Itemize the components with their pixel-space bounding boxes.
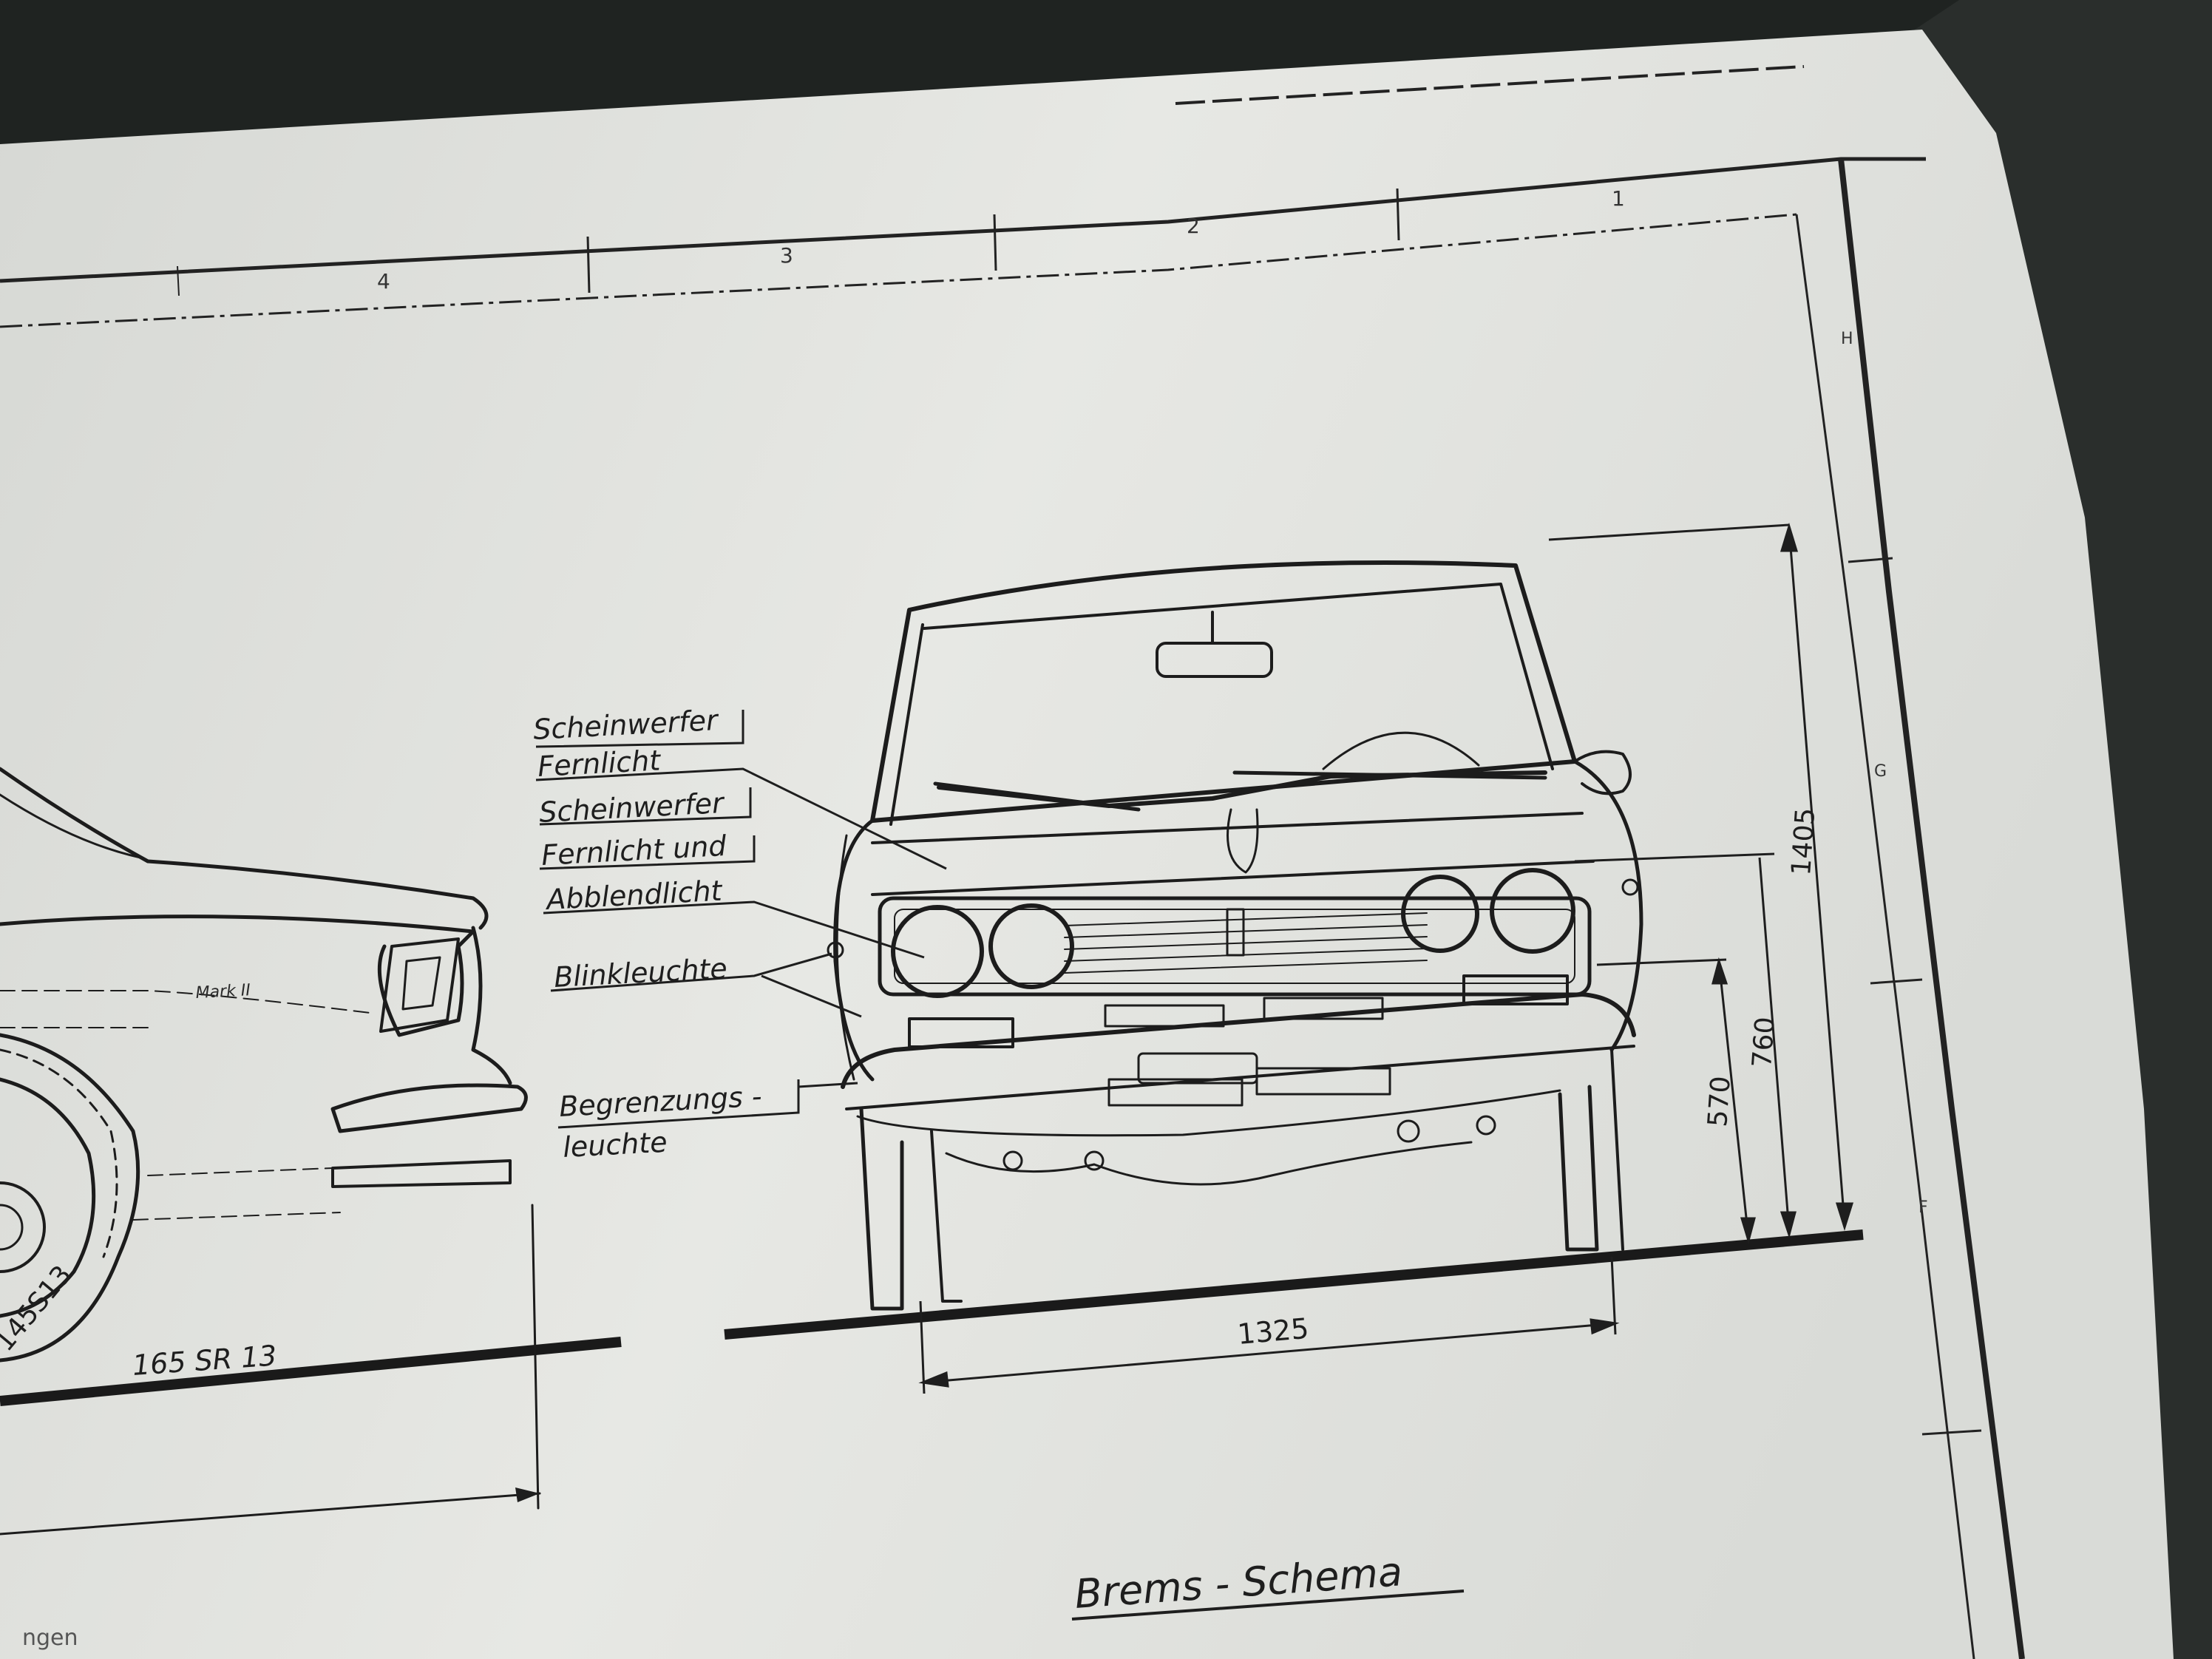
side-mark-h: H [1841,330,1853,348]
dim-headlight-height: 760 [1747,1016,1781,1068]
side-marker-lamp-left [908,1017,1014,1048]
callout-side-marker-line2: leuchte [562,1126,668,1164]
side-badge: Mark II [195,981,251,1002]
wiper-right [1232,770,1547,780]
headlight-outer-right [1490,868,1575,954]
headlight-inner-left [988,903,1074,989]
callout-high-beam: Scheinwerfer Fernlicht [532,704,720,783]
side-mirror [1573,750,1632,795]
car-side-view [0,767,541,1536]
zone-label-2: 2 [1187,214,1200,238]
track-dimension [918,1256,1620,1394]
section-title-underline [1071,1590,1465,1621]
side-mark-g: G [1874,762,1887,781]
ground-lines [0,1229,1864,1406]
callout-high-low-beam: Scheinwerfer Fernlicht und Abblendlicht [538,787,727,916]
car-front-view [827,560,1643,1311]
headlight-outer-left [891,905,984,998]
callout-high-beam-line2: Fernlicht [537,744,662,783]
side-marker-lamp-right [1462,974,1569,1005]
headlight-inner-right [1401,875,1479,953]
zone-label-4: 4 [377,269,390,294]
corner-fragment-text: ngen [22,1625,78,1651]
callout-leaders [535,710,947,1129]
zone-label-3: 3 [780,243,793,268]
dim-overall-height: 1405 [1786,807,1821,876]
side-mark-f: F [1918,1198,1928,1217]
dim-bumper-height: 570 [1703,1075,1737,1127]
dim-track-width: 1325 [1236,1312,1310,1351]
wiper-left [933,781,1141,812]
title-block-frame [0,65,2025,1659]
height-dimensions [1548,522,1854,1245]
side-headlight [379,937,460,1033]
zone-label-1: 1 [1612,186,1625,211]
